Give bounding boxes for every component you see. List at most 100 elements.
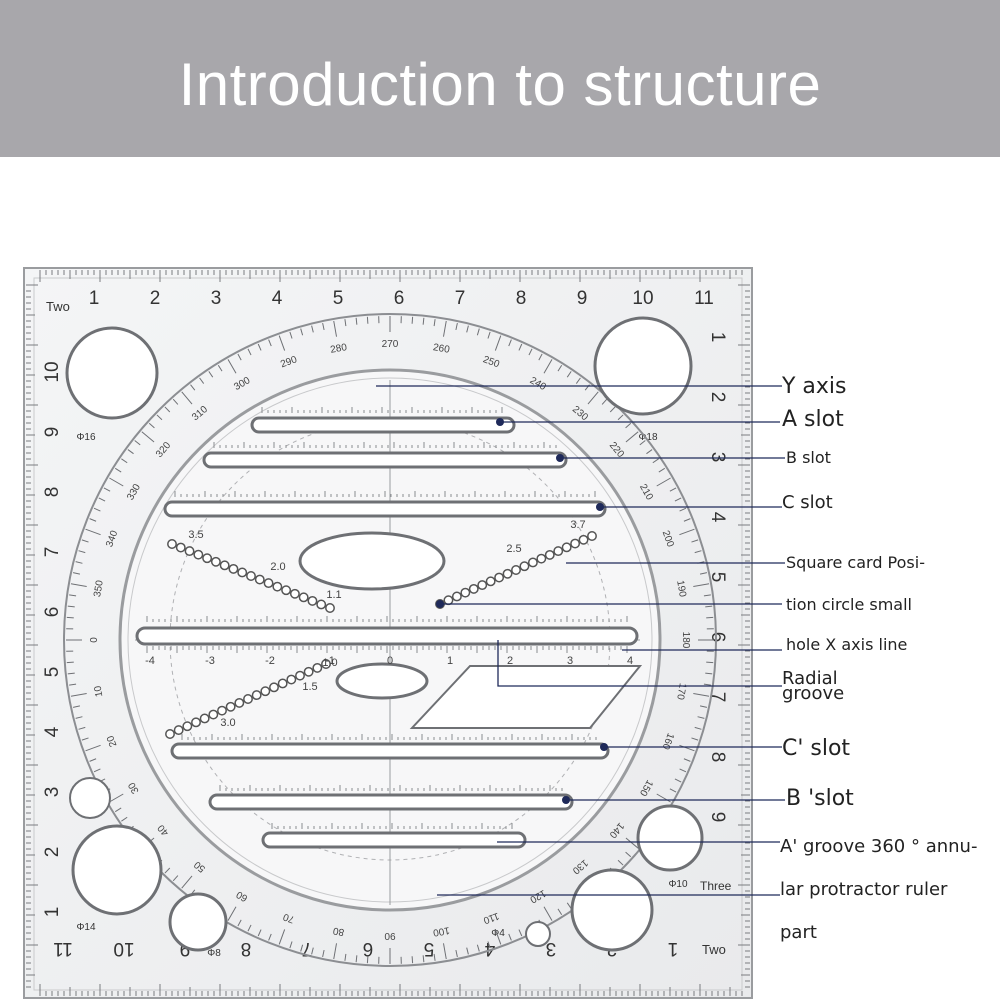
radial-groove-bead (243, 694, 253, 704)
radial-groove-bead (228, 563, 239, 574)
bottom-scale-number: 5 (424, 938, 435, 959)
callout-square-card-3: hole X axis line (786, 635, 908, 654)
callout-square-card-2: tion circle small (786, 595, 912, 614)
right-scale-number: 6 (707, 632, 728, 643)
left-scale-number: 4 (42, 726, 63, 737)
right-scale-number: 2 (707, 392, 728, 403)
c-prime-slot (170, 742, 610, 760)
protractor-degree-label: 180 (680, 632, 691, 649)
hole-size-label: Φ4 (491, 928, 505, 939)
top-scale-number: 11 (694, 288, 714, 309)
radial-groove-bead (443, 595, 454, 606)
protractor-degree-label: 90 (384, 930, 396, 941)
radial-groove-bead (225, 701, 236, 712)
hole-top-right (593, 316, 693, 416)
protractor-degree-label: 170 (674, 682, 688, 701)
groove-label: 2.0 (270, 561, 285, 573)
groove-label: 3.0 (220, 717, 235, 729)
left-scale-number: 8 (42, 487, 63, 498)
hole-size-label: Φ18 (638, 432, 658, 443)
top-scale-number: 4 (272, 288, 283, 309)
radial-groove-bead (263, 578, 274, 589)
left-scale-number: 7 (42, 547, 63, 558)
radial-groove-bead (312, 662, 323, 673)
radial-groove-bead (460, 587, 471, 598)
radial-groove-bead (286, 674, 297, 685)
callout-a-prime-3: part (780, 922, 817, 943)
protractor-degree-label: 80 (332, 925, 345, 938)
right-scale-number: 4 (707, 512, 728, 523)
protractor-degree-label: 20 (105, 734, 119, 749)
radial-groove-bead (193, 549, 204, 560)
protractor-degree-label: 290 (279, 354, 299, 370)
page-title: Introduction to structure (178, 51, 822, 118)
protractor-degree-label: 250 (481, 354, 501, 370)
radial-groove-bead (234, 697, 245, 708)
bottom-scale-number: 11 (53, 938, 73, 959)
bottom-scale-number: 3 (546, 938, 557, 959)
a-prime-slot (261, 831, 527, 849)
callout-b-prime-slot: B 'slot (786, 786, 854, 811)
hole-size-label: Φ10 (668, 879, 688, 890)
callout-c-prime-slot: C' slot (782, 736, 851, 761)
c-slot (163, 500, 607, 518)
callout-radial-1: Radial (782, 668, 838, 689)
right-three-label: Three (700, 879, 732, 893)
protractor-degree-label: 10 (93, 684, 106, 697)
groove-label: 3.7 (570, 519, 585, 531)
b-prime-slot (208, 793, 574, 811)
top-scale-number: 1 (89, 288, 100, 309)
radial-groove-bead (477, 580, 488, 591)
radial-groove-bead (191, 717, 201, 728)
radial-groove-bead (553, 546, 564, 557)
left-scale-number: 1 (42, 907, 63, 918)
radial-groove-bead (303, 666, 314, 677)
top-scale-number: 8 (516, 288, 527, 309)
protractor-degree-label: 270 (382, 339, 399, 350)
x-axis-number: -2 (265, 655, 275, 667)
radial-groove-bead (468, 583, 479, 594)
radial-groove-bead (321, 659, 331, 669)
top-scale-number: 9 (577, 288, 588, 309)
radial-groove-bead (307, 595, 318, 606)
protractor-degree-label: 190 (674, 580, 688, 599)
radial-groove-bead (527, 557, 538, 568)
lower-ellipse-window (335, 662, 429, 700)
radial-groove-bead (217, 705, 227, 716)
right-scale-number: 8 (707, 752, 728, 763)
protractor-degree-label: 280 (330, 342, 349, 356)
right-scale-number: 7 (707, 692, 728, 703)
left-scale-number: 9 (42, 427, 63, 438)
groove-label: 1.1 (326, 589, 341, 601)
right-scale-number: 5 (707, 572, 728, 583)
radial-groove-bead (544, 549, 555, 560)
callout-square-card-1: Square card Posi- (786, 553, 925, 572)
callout-y-axis: Y axis (782, 374, 847, 399)
radial-groove-bead (502, 568, 513, 579)
radial-groove-bead (295, 670, 305, 681)
b-slot (202, 451, 568, 469)
protractor-ring-outer (63, 313, 717, 967)
right-scale-number: 1 (707, 332, 728, 343)
radial-groove-bead (298, 592, 309, 603)
right-scale-number: 9 (707, 812, 728, 823)
top-scale-number: 7 (455, 288, 466, 309)
radial-groove-bead (254, 574, 265, 585)
bottom-scale-number: 7 (302, 938, 313, 959)
radial-groove-bead (272, 581, 283, 592)
bottom-scale-number: 10 (113, 938, 134, 959)
radial-groove-bead (494, 572, 505, 583)
radial-groove-bead (519, 561, 530, 572)
hole-bottom-left (71, 824, 163, 916)
protractor-degree-label: 60 (234, 888, 250, 903)
callout-a-slot: A slot (782, 407, 844, 432)
radial-groove-bead (281, 585, 292, 596)
radial-groove-bead (210, 556, 221, 567)
bottom-scale-number: 9 (180, 938, 191, 959)
protractor-degree-label: 160 (660, 731, 676, 751)
groove-label: 1.5 (302, 681, 317, 693)
left-scale-number: 5 (42, 667, 63, 678)
radial-groove-bead (561, 542, 572, 553)
radial-groove-bead (451, 591, 462, 602)
top-scale-number: 10 (632, 288, 653, 309)
